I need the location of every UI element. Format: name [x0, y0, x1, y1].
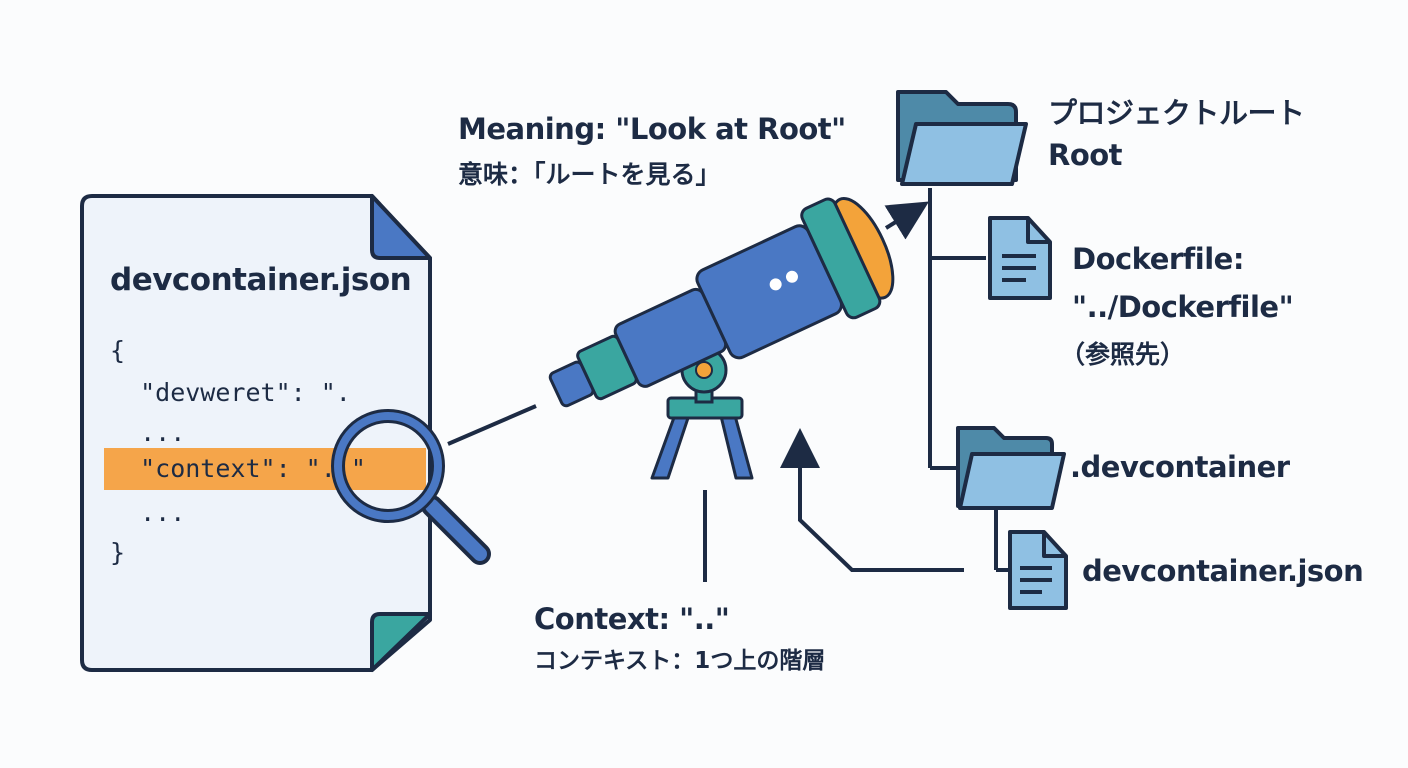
file-icon — [1008, 530, 1068, 610]
context-title: Context: ".." — [534, 602, 730, 636]
code-line: "devweret": ". — [110, 378, 351, 407]
dockerfile-label: Dockerfile: — [1072, 242, 1244, 276]
arrow-icon — [780, 428, 964, 572]
meaning-subtitle: 意味：「ルートを見る」 — [458, 160, 721, 189]
folder-icon — [896, 90, 1028, 186]
document-icon — [80, 194, 432, 672]
tree-lines — [928, 188, 1008, 572]
context-subtitle: コンテキスト：1つ上の階層 — [534, 648, 826, 674]
devcontainer-folder-label: .devcontainer — [1070, 450, 1290, 484]
sight-line — [447, 404, 537, 446]
code-line: } — [110, 538, 126, 567]
magnifier-icon — [331, 409, 491, 565]
document-filename: devcontainer.json — [110, 262, 412, 298]
code-line: ... — [110, 498, 186, 527]
dockerfile-note: （参照先） — [1060, 340, 1186, 369]
dockerfile-path: "../Dockerfile" — [1072, 290, 1294, 324]
code-line: ... — [110, 418, 186, 447]
root-label-ja: プロジェクトルート — [1048, 96, 1305, 130]
arrow-icon — [884, 201, 930, 240]
file-icon — [988, 216, 1052, 300]
devcontainer-file-label: devcontainer.json — [1082, 554, 1364, 588]
root-label-en: Root — [1048, 138, 1123, 172]
telescope-icon — [548, 196, 895, 480]
folder-icon — [956, 426, 1066, 510]
context-highlight — [104, 448, 426, 490]
code-line: { — [110, 336, 126, 365]
meaning-title: Meaning: "Look at Root" — [458, 112, 846, 146]
